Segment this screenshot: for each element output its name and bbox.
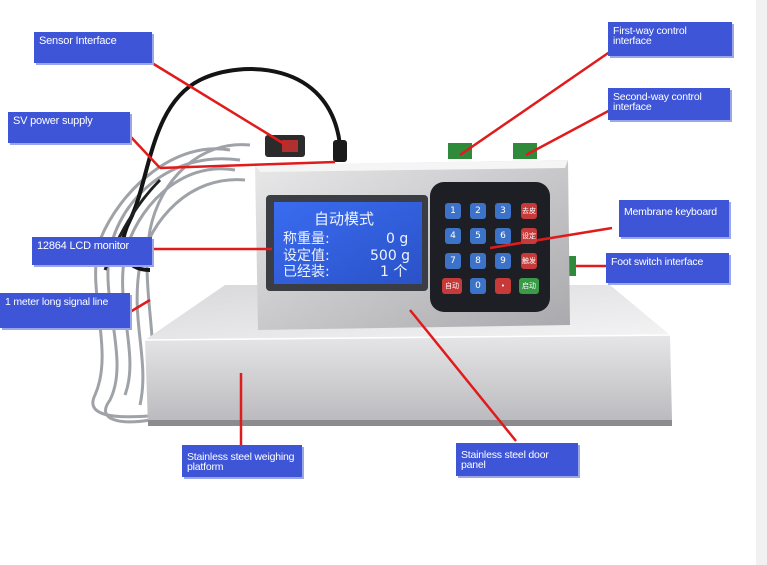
lcd-weight-value: 0 g <box>386 231 409 247</box>
label-lcd-monitor: 12864 LCD monitor <box>32 237 152 265</box>
key-tare[interactable]: 去皮 <box>521 203 537 219</box>
label-foot-switch: Foot switch interface <box>606 253 729 283</box>
key-9[interactable]: 9 <box>495 253 511 269</box>
label-sensor-interface-text: Sensor Interface <box>39 35 117 47</box>
label-signal-line-text: 1 meter long signal line <box>5 296 109 308</box>
first-way-terminal <box>448 143 472 159</box>
lcd-count-value: 1 个 <box>380 264 408 280</box>
label-weighing-platform-text: Stainless steel weighing platform <box>187 451 295 473</box>
second-way-terminal <box>513 143 537 159</box>
key-3[interactable]: 3 <box>495 203 511 219</box>
key-trigger[interactable]: 触发 <box>521 253 537 269</box>
key-5[interactable]: 5 <box>470 228 486 244</box>
label-weighing-platform: Stainless steel weighing platform <box>182 445 302 477</box>
right-edge-strip <box>756 0 767 565</box>
lcd-screen <box>274 202 422 284</box>
key-4[interactable]: 4 <box>445 228 461 244</box>
lcd-mode-title: 自动模式 <box>314 210 375 228</box>
key-start[interactable]: 启动 <box>519 278 539 294</box>
label-sensor-interface: Sensor Interface <box>34 32 152 63</box>
key-6[interactable]: 6 <box>495 228 511 244</box>
key-1[interactable]: 1 <box>445 203 461 219</box>
label-first-way-text: First-way control interface <box>613 25 687 47</box>
label-sv-power-supply: SV power supply <box>8 112 130 143</box>
label-first-way: First-way control interface <box>608 22 732 56</box>
label-door-panel: Stainless steel door panel <box>456 443 578 476</box>
key-auto[interactable]: 自动 <box>442 278 462 294</box>
lcd-setpoint-value: 500 g <box>370 248 411 264</box>
label-second-way: Second-way control interface <box>608 88 730 120</box>
label-lcd-monitor-text: 12864 LCD monitor <box>37 240 129 252</box>
leader-lines <box>129 47 615 448</box>
lcd-setpoint-label: 设定值: <box>283 248 330 264</box>
key-0[interactable]: 0 <box>470 278 486 294</box>
key-set[interactable]: 设定 <box>521 228 537 244</box>
label-signal-line: 1 meter long signal line <box>0 293 130 328</box>
label-membrane-keyboard-text: Membrane keyboard <box>624 206 717 218</box>
label-foot-switch-text: Foot switch interface <box>611 256 704 268</box>
label-membrane-keyboard: Membrane keyboard <box>619 200 729 237</box>
key-dot[interactable]: • <box>495 278 511 294</box>
lcd-count-label: 已经装: <box>283 264 330 280</box>
sensor-connector-plug <box>282 140 298 152</box>
key-2[interactable]: 2 <box>470 203 486 219</box>
label-door-panel-text: Stainless steel door panel <box>461 449 549 471</box>
label-second-way-text: Second-way control interface <box>613 91 702 113</box>
label-sv-power-supply-text: SV power supply <box>13 115 93 127</box>
key-7[interactable]: 7 <box>445 253 461 269</box>
key-8[interactable]: 8 <box>470 253 486 269</box>
power-connector <box>333 140 347 162</box>
lcd-weight-label: 称重量: <box>283 231 330 247</box>
